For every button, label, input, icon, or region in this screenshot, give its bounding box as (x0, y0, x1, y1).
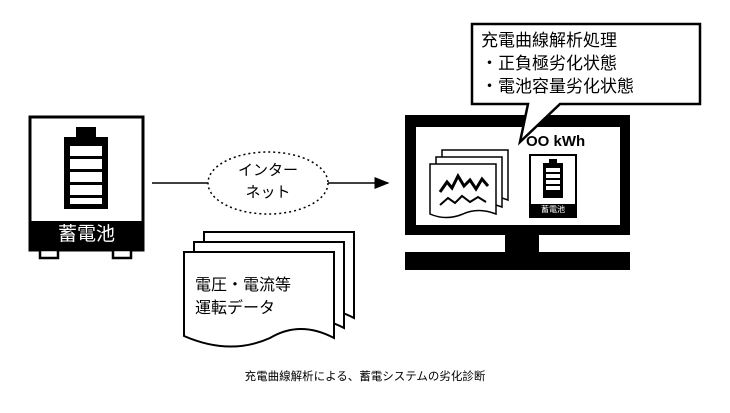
callout-item-2: ・電池容量劣化状態 (481, 77, 634, 97)
chart-stack-icon (429, 149, 509, 219)
document-stack (183, 231, 355, 348)
screen-battery-icon (543, 159, 563, 198)
screen-battery-label-bar (530, 204, 576, 217)
screen-battery-label: 蓄電池 (541, 205, 565, 214)
internet-label-line1: インター (237, 161, 298, 179)
internet-label-line2: ネット (245, 183, 291, 201)
battery-unit (28, 115, 145, 260)
callout-box (470, 22, 702, 146)
capacity-readout: OO kWh (526, 133, 586, 150)
callout-item-1: ・正負極劣化状態 (481, 54, 617, 74)
monitor-stand (405, 252, 630, 270)
battery-foot-right (111, 248, 133, 260)
battery-label: 蓄電池 (57, 223, 115, 245)
document-front (183, 251, 335, 348)
document-label-line1: 電圧・電流等 (195, 275, 292, 294)
document-label-line2: 運転データ (195, 298, 276, 317)
chart-line-icon-2 (439, 194, 487, 206)
figure-caption: 充電曲線解析による、蓄電システムの劣化診断 (244, 369, 486, 383)
monitor-neck (505, 235, 539, 252)
battery-foot-left (38, 248, 60, 260)
battery-label-bar (30, 221, 143, 250)
callout-title: 充電曲線解析処理 (481, 31, 617, 51)
monitor (405, 115, 630, 270)
chart-line-icon (438, 172, 490, 193)
battery-icon (64, 127, 108, 209)
